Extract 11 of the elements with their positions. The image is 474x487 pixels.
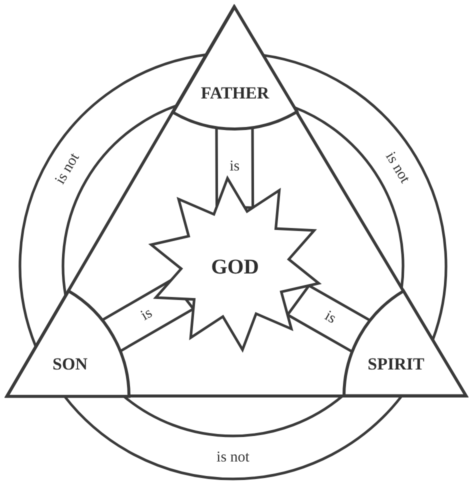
node-label: SON	[52, 355, 88, 372]
edge-label: is not	[382, 150, 412, 186]
node-label: GOD	[211, 256, 259, 278]
edge-label: is not	[216, 450, 250, 465]
ring-band-connector	[18, 53, 208, 348]
node-label: SPIRIT	[368, 355, 424, 372]
node-label: FATHER	[200, 84, 270, 102]
edge-label: is	[138, 306, 155, 324]
edge-label: is	[322, 309, 338, 328]
edge-label: is	[230, 160, 240, 175]
edge-label: is not	[52, 151, 82, 188]
